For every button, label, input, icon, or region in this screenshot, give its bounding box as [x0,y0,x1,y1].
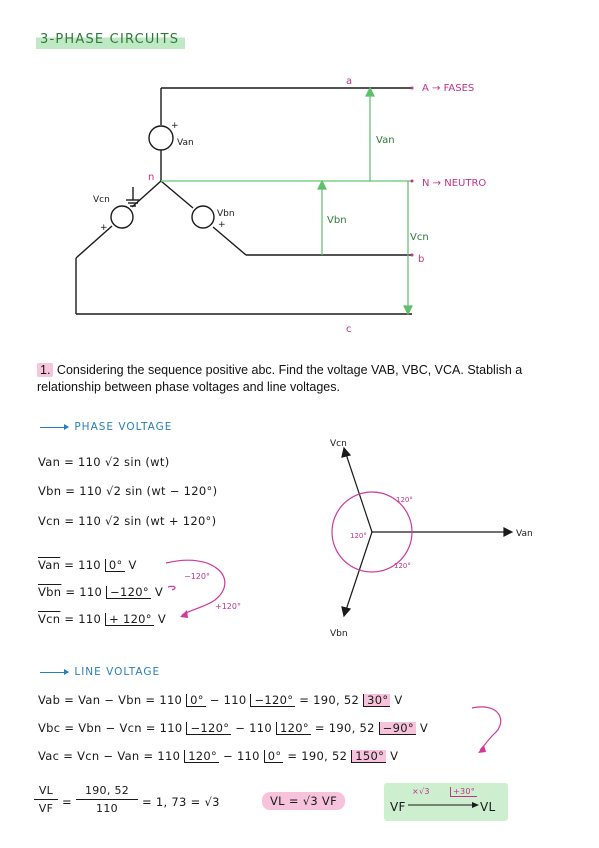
phase-eq-van: Van = 110 √2 sin (wt) [38,455,170,469]
node-b-label: b [418,254,424,265]
line-eq-vbc-angle1: −120° [186,722,232,735]
fases-label: A → FASES [422,83,474,94]
question-body: Considering the sequence positive abc. F… [37,363,523,394]
line-eq-vab-angle1: 0° [186,694,206,707]
line-eq-vac: Vac = Vcn − Van = 110 120° − 110 0° = 19… [38,749,398,763]
line-eq-vbc: Vbc = Vbn − Vcn = 110 −120° − 110 120° =… [38,721,428,735]
phase-eq-vbn: Vbn = 110 √2 sin (wt − 120°) [38,484,218,498]
box-vl-label: VL [480,800,496,814]
question-number: 1. [37,363,54,377]
box-arrow-icon [408,802,479,808]
arrow-right-icon [40,423,69,430]
line-eq-vab-angle3: 30° [363,694,391,707]
phasor-vcn-lhs: Vcn [38,612,61,626]
phasor-vcn-angle: + 120° [105,613,154,626]
line-eq-vac-angle3: 150° [351,750,387,763]
ratio-values: 190, 52 110 [76,784,138,815]
phasor-vcn: Vcn = 110 + 120° V [38,612,166,626]
phasor-vbn-rhs: = 110 [65,585,107,599]
ratio-result: = 1, 73 = √3 [142,795,220,809]
source-vbn-label: Vbn [217,209,235,219]
phasor-van-angle: 0° [104,559,125,572]
vcn-plus: + [100,223,108,233]
line-eq-vbc-unit: V [415,721,429,735]
line-eq-vac-unit: V [386,749,399,763]
box-30deg-label: +30° [450,787,478,797]
ratio-values-num: 190, 52 [84,784,130,797]
line-eq-vab: Vab = Van − Vbn = 110 0° − 110 −120° = 1… [38,693,403,707]
line-eq-vbc-angle3: −90° [378,722,416,735]
ratio-values-den: 110 [96,802,118,815]
phasor-van-tip-label: Van [516,529,533,539]
line-eq-vab-unit: V [390,693,403,707]
box-sqrt3-label: ×√3 [412,787,430,796]
ratio-lhs: VL VF [34,784,58,815]
ratio-lhs-num: VL [38,784,54,797]
page-title: 3-PHASE CIRCUITS [36,31,186,49]
van-plus: + [171,121,179,131]
line-rotation-arc [471,706,502,753]
equals-sign: = [62,795,72,809]
line-eq-vac-result: = 190, 52 [283,749,352,763]
node-n-label: n [148,172,154,183]
line-eq-vab-result: = 190, 52 [295,693,364,707]
source-vcn-label: Vcn [93,195,110,205]
node-c-label: c [346,324,352,335]
angle-bottom-label: 120° [394,562,411,570]
phasor-van: Van = 110 0° V [38,558,137,572]
phasor-vbn-tip-label: Vbn [330,629,348,639]
line-voltage-heading-text: LINE VOLTAGE [74,666,161,678]
box-vf-label: VF [390,800,406,814]
question-text: 1. Considering the sequence positive abc… [37,362,557,396]
relation-highlight: VL = √3 VF [262,792,346,810]
node-a-label: a [346,76,352,87]
line-eq-vab-angle2: −120° [250,694,296,707]
meas-vbn-label: Vbn [327,215,347,226]
fraction-bar [34,799,58,800]
circuit-diagram: a n b c A → FASES N → NEUTRO Van + Vcn +… [75,76,486,335]
line-eq-vab-lhs: Vab = Van − Vbn = 110 [38,693,187,707]
line-eq-vbc-mid: − 110 [231,721,276,735]
line-eq-vac-lhs: Vac = Vcn − Van = 110 [38,749,185,763]
ratio-lhs-den: VF [38,802,54,815]
phasor-vcn-rhs: = 110 [64,612,106,626]
phasor-diagram: Vcn Van Vbn 120° 120° 120° [330,439,533,639]
phasor-van-lhs: Van [38,558,61,572]
source-van-label: Van [177,138,194,148]
note-minus120: −120° [184,572,210,581]
vbn-plus: + [218,220,226,230]
phasor-vcn-unit: V [153,612,166,626]
phase-voltage-heading-text: PHASE VOLTAGE [74,421,173,433]
fraction-bar [76,799,138,800]
line-eq-vac-angle1: 120° [184,750,220,763]
phasor-vbn: Vbn = 110 −120° V [38,585,163,599]
line-eq-vab-mid: − 110 [205,693,251,707]
phasor-vbn-angle: −120° [106,586,151,599]
phase-voltage-heading: PHASE VOLTAGE [40,421,172,433]
phasor-vcn-tip-label: Vcn [330,439,347,449]
line-eq-vbc-angle2: 120° [275,722,311,735]
line-eq-vbc-result: = 190, 52 [310,721,379,735]
phasor-vbn-unit: V [150,585,163,599]
angle-top-label: 120° [396,496,413,504]
line-eq-vbc-lhs: Vbc = Vbn − Vcn = 110 [38,721,187,735]
line-voltage-heading: LINE VOLTAGE [40,666,160,678]
phasor-rotation-arcs: −120° +120° [165,559,241,618]
relation-box: VF ×√3 +30° VL [384,783,508,821]
angle-left-label: 120° [350,532,367,540]
phasor-vbn-lhs: Vbn [38,585,62,599]
note-plus120: +120° [215,602,241,611]
meas-vcn-label: Vcn [410,232,429,243]
line-eq-vac-mid: − 110 [219,749,264,763]
relation-highlight-text: VL = √3 VF [262,792,346,810]
neutro-label: N → NEUTRO [422,178,486,189]
arrow-right-icon [40,668,69,675]
phasor-van-rhs: = 110 [64,558,105,572]
phase-eq-vcn: Vcn = 110 √2 sin (wt + 120°) [38,514,217,528]
meas-van-label: Van [376,135,395,146]
line-eq-vac-angle2: 0° [263,750,284,763]
phasor-van-unit: V [124,558,137,572]
